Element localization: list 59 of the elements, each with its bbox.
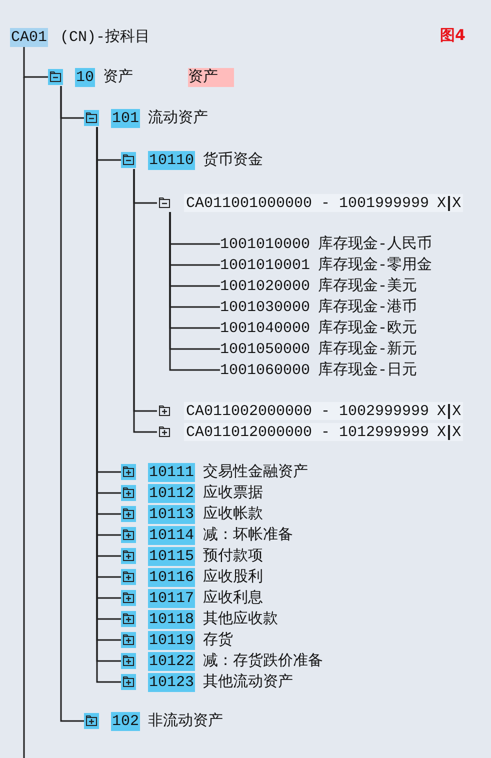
flag-text: X — [437, 196, 448, 210]
account-name: 资产 — [103, 70, 134, 84]
account-name: 库存现金-日元 — [318, 362, 418, 378]
flag-text: X — [437, 404, 448, 418]
account-code: 10116 — [148, 568, 196, 586]
flag-text: X — [448, 196, 462, 210]
account-name: 库存现金-欧元 — [318, 320, 418, 336]
account-name: 库存现金-美元 — [318, 278, 418, 294]
account-name: 库存现金-零用金 — [318, 258, 432, 272]
account-code: 1001010000 — [220, 236, 310, 252]
account-range: CA011002000000 - 1002999999 — [186, 404, 430, 418]
tree-connector — [60, 86, 84, 722]
account-name: 减：存货跌价准备 — [203, 654, 324, 668]
tree-title: (CN)-按科目 — [60, 30, 150, 44]
flag-text: X — [448, 424, 462, 440]
account-code: 10118 — [148, 610, 196, 628]
account-code: 10112 — [148, 484, 196, 502]
account-code: 1001040000 — [220, 320, 310, 336]
flag-text: X — [448, 404, 462, 418]
account-name: 库存现金-港币 — [318, 300, 418, 314]
account-name: 应收股利 — [203, 570, 264, 584]
figure-number: 图4 — [440, 25, 466, 46]
account-name: 应收票据 — [203, 486, 264, 500]
account-name: 交易性金融资产 — [203, 464, 308, 480]
account-name: 预付款项 — [203, 548, 264, 564]
account-name: 库存现金-新元 — [318, 342, 418, 356]
highlighted-text: 资产 — [188, 68, 234, 86]
account-code: 101 — [111, 108, 140, 128]
account-code: 10114 — [148, 526, 196, 544]
account-name: 货币资金 — [203, 152, 264, 168]
account-code: 10 — [75, 68, 96, 86]
account-code: 1001020000 — [220, 278, 310, 294]
flag-text: X — [437, 424, 448, 440]
tree-connector — [23, 46, 48, 78]
account-code: 10117 — [148, 588, 196, 608]
account-code: 10123 — [148, 672, 196, 692]
account-name: 应收利息 — [203, 590, 264, 606]
account-name: 流动资产 — [148, 110, 208, 126]
account-code: 10122 — [148, 652, 196, 670]
account-name: 存货 — [203, 632, 234, 648]
account-code: 10119 — [148, 630, 196, 650]
account-code: 1001060000 — [220, 362, 310, 378]
account-name: 库存现金-人民币 — [318, 236, 432, 252]
account-code: 102 — [111, 712, 140, 730]
account-name: 其他应收款 — [203, 612, 278, 626]
account-range: CA011012000000 - 1012999999 — [186, 424, 430, 440]
account-code: 1001010001 — [220, 258, 310, 272]
account-code: 1001030000 — [220, 300, 310, 314]
account-name: 其他流动资产 — [203, 674, 294, 690]
account-code: 1001050000 — [220, 342, 310, 356]
account-code: 10113 — [148, 504, 196, 524]
account-range: CA011001000000 - 1001999999 — [186, 196, 430, 210]
account-code: 10111 — [148, 462, 196, 482]
account-code: CA01 — [10, 28, 48, 46]
account-name: 非流动资产 — [148, 714, 224, 728]
account-code: 10115 — [148, 546, 196, 566]
account-name: 应收帐款 — [203, 506, 264, 522]
account-code: 10110 — [148, 150, 196, 170]
account-name: 减：坏帐准备 — [203, 528, 294, 542]
